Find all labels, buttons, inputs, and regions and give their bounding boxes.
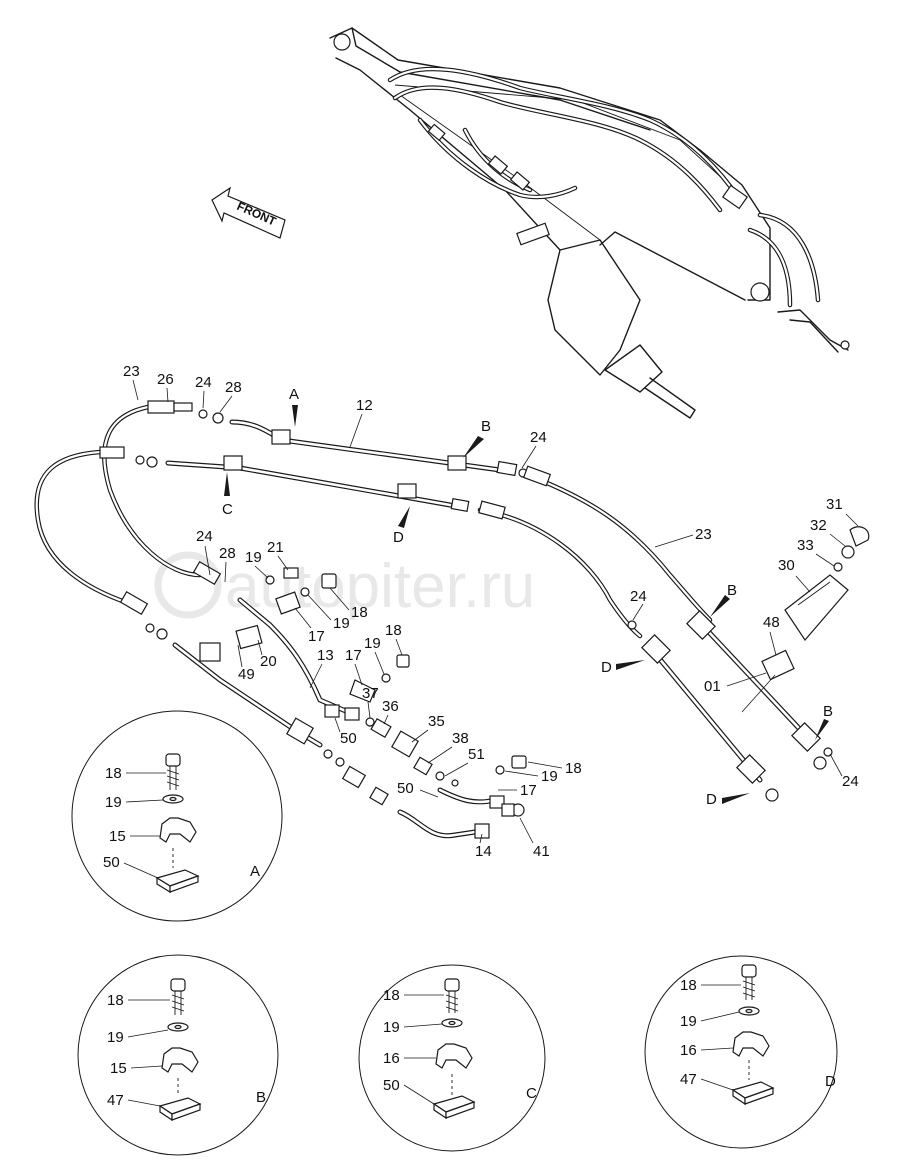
- detail-A-callout-15: 15: [109, 828, 126, 845]
- callout-12: 12: [356, 397, 373, 414]
- callout-33: 33: [797, 537, 814, 554]
- callout-19-c: 19: [364, 635, 381, 652]
- callout-21: 21: [267, 539, 284, 556]
- callout-A: A: [289, 386, 299, 403]
- detail-view-B: 18 19 15 47 B: [77, 954, 279, 1156]
- callouts: 23 26 24 28 A 12 B 24 C D 23 24 28 19 21…: [123, 363, 859, 860]
- excavator-arm-overview: [329, 27, 850, 419]
- callout-01: 01: [704, 678, 721, 695]
- detail-view-D: 18 19 16 47 D: [644, 955, 838, 1149]
- callout-B-pipe: B: [481, 418, 491, 435]
- detail-D-callout-47: 47: [680, 1071, 697, 1088]
- detail-A-callout-18: 18: [105, 765, 122, 782]
- detail-D-view-label: D: [825, 1073, 836, 1090]
- detail-D-callout-16: 16: [680, 1042, 697, 1059]
- callout-C: C: [222, 501, 233, 518]
- callout-14: 14: [475, 843, 492, 860]
- callout-48: 48: [763, 614, 780, 631]
- callout-36: 36: [382, 698, 399, 715]
- detail-C-view-label: C: [526, 1085, 537, 1102]
- callout-17-a: 17: [308, 628, 325, 645]
- callout-19-d: 19: [541, 768, 558, 785]
- callout-19-b: 19: [333, 615, 350, 632]
- callout-32: 32: [810, 517, 827, 534]
- callout-30: 30: [778, 557, 795, 574]
- callout-13: 13: [317, 647, 334, 664]
- callout-23-right: 23: [695, 526, 712, 543]
- callout-38: 38: [452, 730, 469, 747]
- detail-B-callout-19: 19: [107, 1029, 124, 1046]
- callout-D-pipe: D: [393, 529, 404, 546]
- callout-18-c: 18: [565, 760, 582, 777]
- detail-C-callout-19: 19: [383, 1019, 400, 1036]
- callout-24-lower-right: 24: [842, 773, 859, 790]
- detail-A-view-label: A: [250, 863, 260, 880]
- detail-D-callout-19: 19: [680, 1013, 697, 1030]
- callout-24-top: 24: [195, 374, 212, 391]
- callout-D-middle: D: [601, 659, 612, 676]
- callout-37: 37: [362, 685, 379, 702]
- callout-28-mid: 28: [219, 545, 236, 562]
- callout-18-a: 18: [351, 604, 368, 621]
- callout-24-right: 24: [530, 429, 547, 446]
- callout-B-upper: B: [727, 582, 737, 599]
- detail-A-callout-19: 19: [105, 794, 122, 811]
- callout-50-a: 50: [340, 730, 357, 747]
- detail-view-C: 18 19 16 50 C: [358, 964, 546, 1152]
- front-direction-arrow: FRONT: [211, 186, 286, 239]
- callout-B-lower: B: [823, 703, 833, 720]
- callout-23-left: 23: [123, 363, 140, 380]
- detail-B-callout-47: 47: [107, 1092, 124, 1109]
- callout-51: 51: [468, 746, 485, 763]
- detail-A-callout-50: 50: [103, 854, 120, 871]
- callout-24-mid: 24: [196, 528, 213, 545]
- detail-B-callout-15: 15: [110, 1060, 127, 1077]
- callout-28-top: 28: [225, 379, 242, 396]
- callout-18-b: 18: [385, 622, 402, 639]
- callout-35: 35: [428, 713, 445, 730]
- detail-C-callout-16: 16: [383, 1050, 400, 1067]
- callout-41: 41: [533, 843, 550, 860]
- detail-B-callout-18: 18: [107, 992, 124, 1009]
- callout-50-b: 50: [397, 780, 414, 797]
- detail-view-A: 18 19 15 50 A: [71, 710, 283, 922]
- callout-20: 20: [260, 653, 277, 670]
- detail-C-callout-50: 50: [383, 1077, 400, 1094]
- callout-19-a: 19: [245, 549, 262, 566]
- callout-D-lower: D: [706, 791, 717, 808]
- callout-17-b: 17: [345, 647, 362, 664]
- watermark: autopiter.ru: [154, 551, 535, 621]
- callout-49: 49: [238, 666, 255, 683]
- callout-31: 31: [826, 496, 843, 513]
- detail-C-callout-18: 18: [383, 987, 400, 1004]
- callout-26: 26: [157, 371, 174, 388]
- callout-24-hose: 24: [630, 588, 647, 605]
- detail-B-view-label: B: [256, 1089, 266, 1106]
- watermark-text: autopiter.ru: [225, 552, 535, 621]
- main-piping-assembly: [34, 400, 870, 839]
- callout-17-c: 17: [520, 782, 537, 799]
- detail-D-callout-18: 18: [680, 977, 697, 994]
